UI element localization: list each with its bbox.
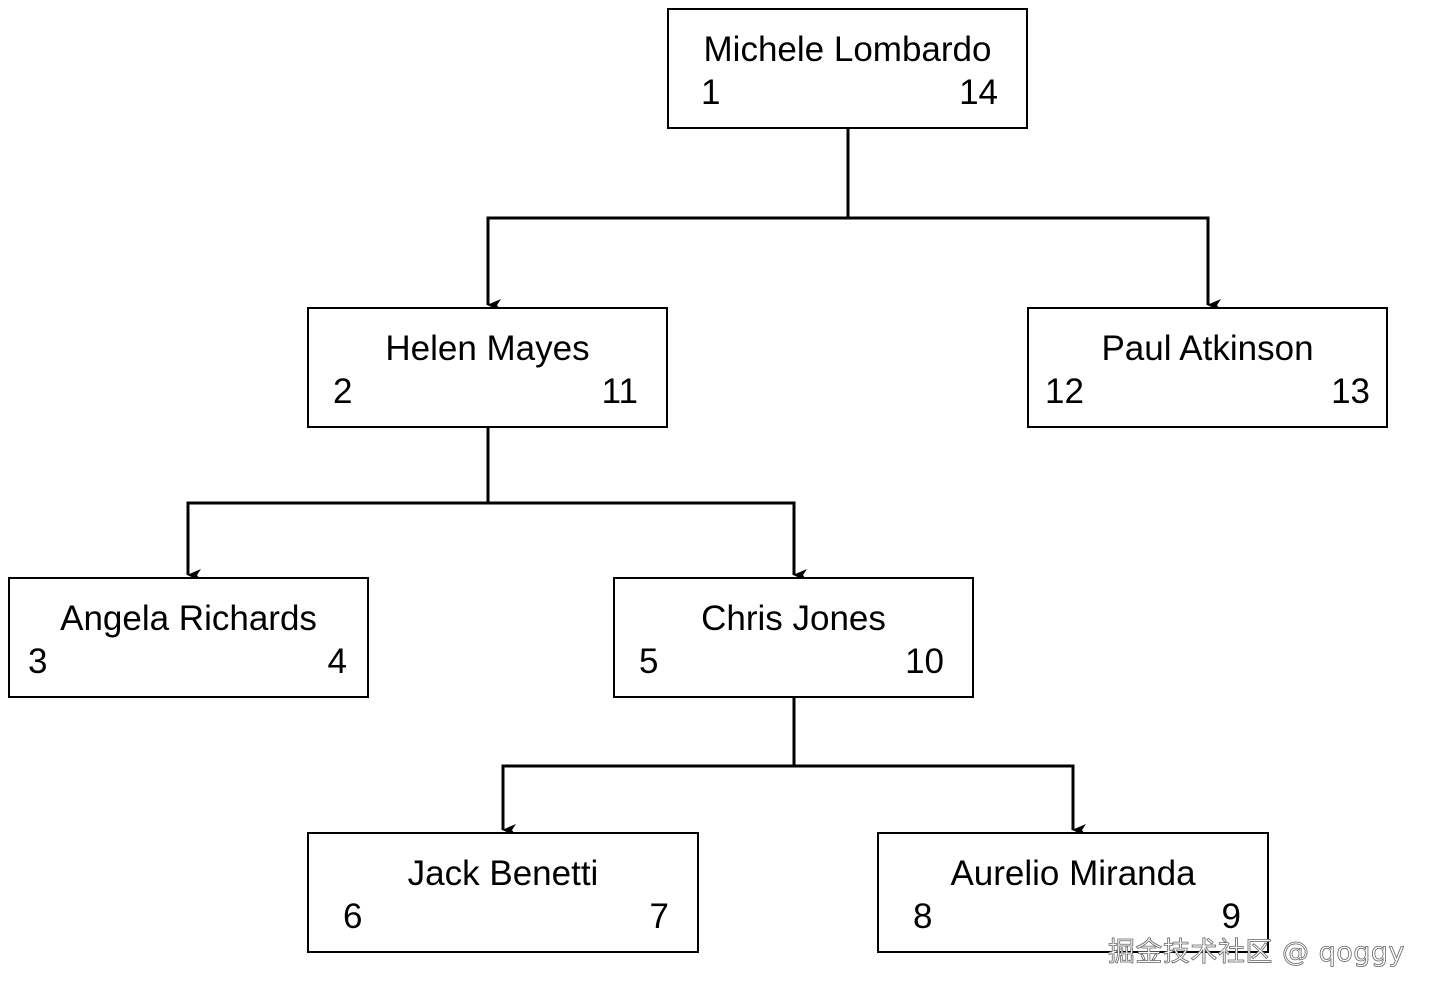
node-right-value: 13 (1331, 372, 1370, 411)
node-name: Angela Richards (60, 599, 317, 638)
node-angela-richards[interactable]: Angela Richards 3 4 (8, 577, 369, 698)
node-jack-benetti[interactable]: Jack Benetti 6 7 (307, 832, 699, 953)
node-name: Chris Jones (701, 599, 886, 638)
edge-michele-paul (848, 216, 1221, 311)
node-name: Aurelio Miranda (950, 854, 1196, 893)
node-left-value: 5 (639, 642, 659, 681)
node-left-value: 12 (1045, 372, 1084, 411)
node-helen-mayes[interactable]: Helen Mayes 2 11 (307, 307, 668, 428)
node-chris-jones[interactable]: Chris Jones 5 10 (613, 577, 974, 698)
node-name: Helen Mayes (385, 329, 590, 368)
watermark-text: 掘金技术社区 @ qoggy (1107, 937, 1405, 968)
node-left-value: 2 (333, 372, 353, 411)
edge-chris-aurelio (794, 764, 1086, 836)
node-left-value: 8 (913, 897, 933, 936)
node-left-value: 3 (28, 642, 48, 681)
node-right-value: 9 (1221, 897, 1241, 936)
node-paul-atkinson[interactable]: Paul Atkinson 12 13 (1027, 307, 1388, 428)
node-right-value: 4 (327, 642, 347, 681)
node-right-value: 7 (649, 897, 669, 936)
node-right-value: 14 (959, 73, 998, 112)
node-right-value: 10 (905, 642, 944, 681)
edge-helen-angela (186, 428, 490, 581)
node-name: Jack Benetti (407, 854, 599, 893)
node-right-value: 11 (601, 372, 638, 411)
node-name: Paul Atkinson (1101, 329, 1314, 368)
edge-chris-jack (501, 698, 796, 836)
node-name: Michele Lombardo (703, 30, 992, 69)
node-left-value: 6 (343, 897, 363, 936)
edge-helen-chris (488, 501, 807, 581)
node-aurelio-miranda[interactable]: Aurelio Miranda 8 9 (877, 832, 1269, 953)
edge-michele-helen (486, 128, 850, 311)
node-left-value: 1 (701, 73, 721, 112)
node-michele-lombardo[interactable]: Michele Lombardo 1 14 (667, 8, 1028, 129)
